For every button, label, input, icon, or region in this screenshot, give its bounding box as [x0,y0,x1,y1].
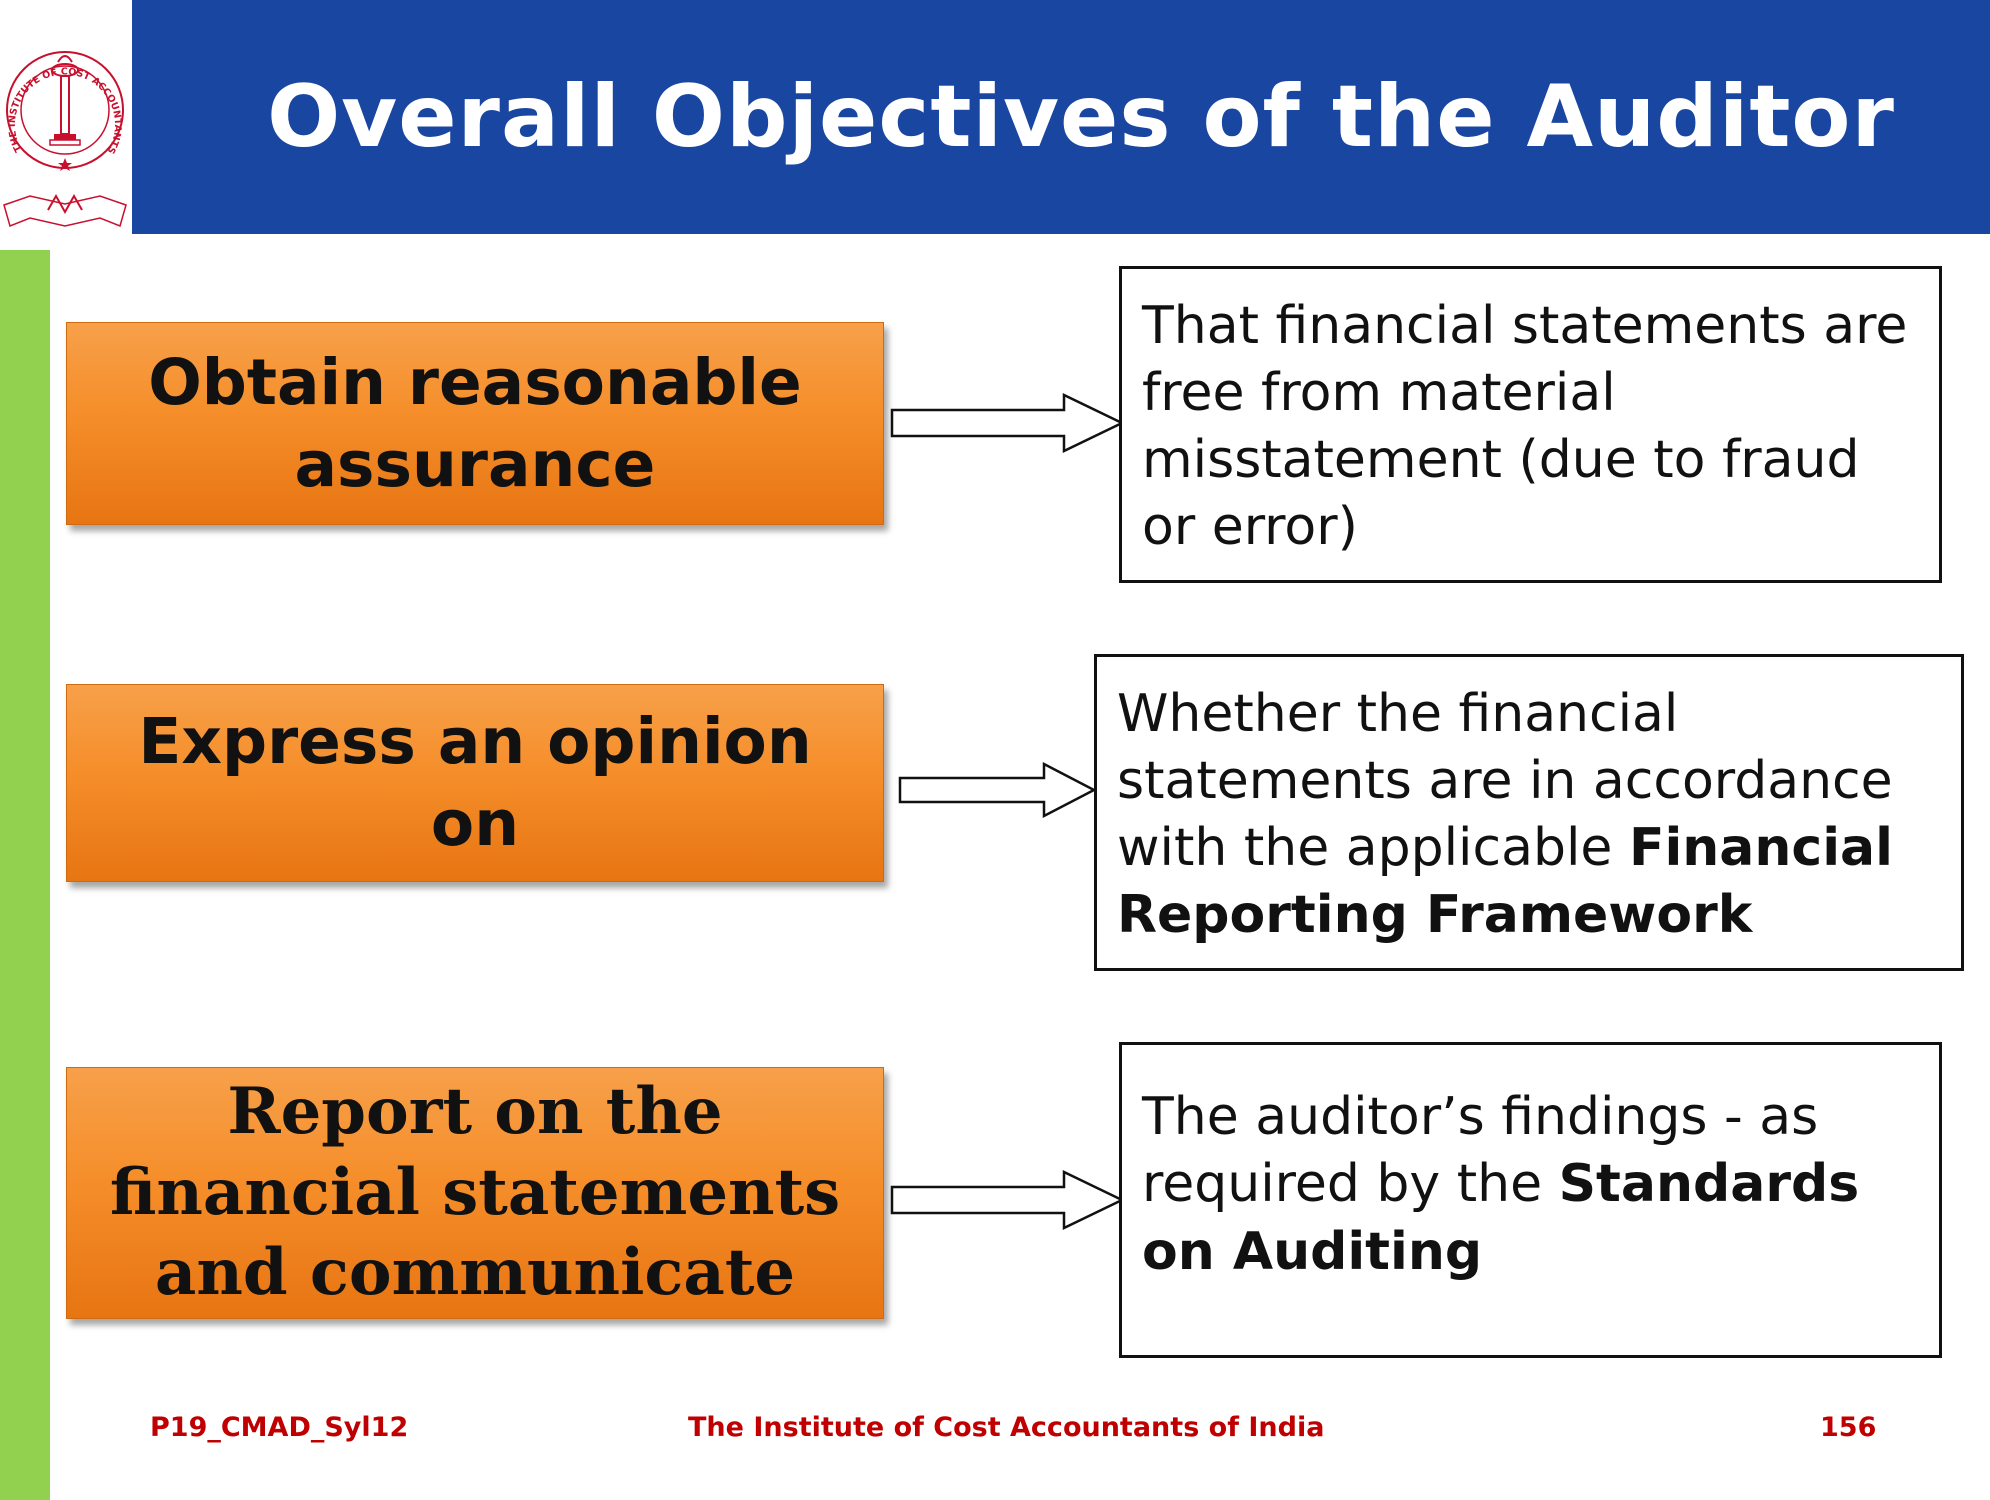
page-title: Overall Objectives of the Auditor [267,67,1895,167]
description-box-opinion: Whether the financial statements are in … [1094,654,1964,971]
objective-box-report: Report on the financial statements and c… [66,1067,884,1319]
objective-label: Obtain reasonable assurance [148,345,802,501]
objective-label: Express an opinion on [138,705,812,860]
institute-logo: THE INSTITUTE OF COST ACCOUNTANTS OF IND… [0,0,130,234]
arrow-right-icon [890,393,1125,453]
description-text: That financial statements are free from … [1142,296,1908,558]
description-text: Whether the financial statements are in … [1117,684,1893,879]
objective-box-assurance: Obtain reasonable assurance [66,322,884,525]
footer-course-code: P19_CMAD_Syl12 [150,1412,409,1443]
objective-box-opinion: Express an opinion on [66,684,884,882]
arrow-right-icon [898,761,1097,819]
arrow-right-icon [890,1170,1125,1230]
side-accent-stripe [0,250,50,1500]
description-emphasis: Financial Reporting Framework [1117,818,1893,946]
description-paragraph: The auditor’s findings - as required by … [1142,1084,1919,1285]
description-emphasis: Standards on Auditing [1142,1154,1860,1282]
footer-page-number: 156 [1820,1412,1877,1443]
title-bar: Overall Objectives of the Auditor [132,0,1990,234]
footer-institute-name: The Institute of Cost Accountants of Ind… [688,1412,1325,1443]
description-text: The auditor’s findings - as required by … [1142,1087,1819,1215]
description-box-assurance: That financial statements are free from … [1119,266,1942,583]
emblem-icon: THE INSTITUTE OF COST ACCOUNTANTS OF IND… [0,0,127,228]
objective-label: Report on the financial statements and c… [109,1074,841,1311]
description-box-report: The auditor’s findings - as required by … [1119,1042,1942,1358]
